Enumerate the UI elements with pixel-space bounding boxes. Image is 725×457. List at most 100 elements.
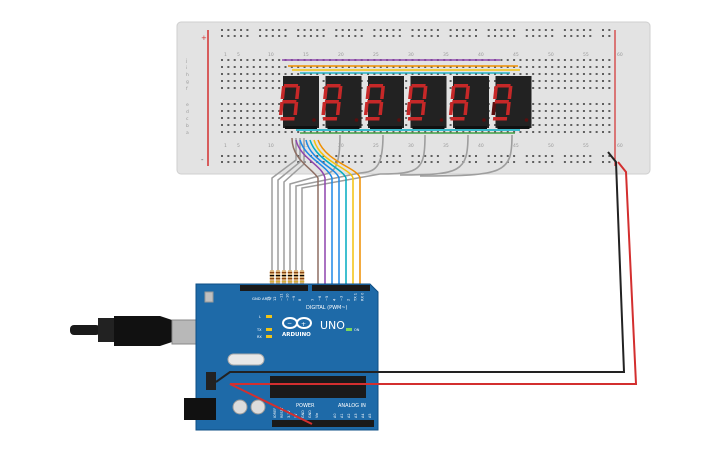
breadboard-hole[interactable] <box>259 87 262 89</box>
breadboard-hole[interactable] <box>576 73 579 75</box>
wire-blue[interactable] <box>305 139 340 285</box>
breadboard-hole[interactable] <box>348 35 350 37</box>
breadboard-hole[interactable] <box>227 117 230 119</box>
breadboard-hole[interactable] <box>379 73 382 75</box>
seven-segment-display[interactable] <box>491 76 532 129</box>
wire-gray[interactable] <box>301 173 381 270</box>
breadboard-hole[interactable] <box>576 110 579 112</box>
breadboard-hole[interactable] <box>252 87 255 89</box>
breadboard-hole[interactable] <box>398 161 401 163</box>
breadboard-hole[interactable] <box>271 73 274 75</box>
breadboard-hole[interactable] <box>449 124 452 126</box>
seven-segment-display[interactable] <box>448 76 489 129</box>
breadboard-hole[interactable] <box>233 73 236 75</box>
resistor[interactable] <box>281 268 287 290</box>
breadboard-hole[interactable] <box>551 73 554 75</box>
breadboard-hole[interactable] <box>589 117 592 119</box>
wire-gray[interactable] <box>271 138 297 270</box>
breadboard-hole[interactable] <box>227 110 230 112</box>
breadboard-hole[interactable] <box>290 131 293 133</box>
breadboard-hole[interactable] <box>557 87 560 89</box>
breadboard-hole[interactable] <box>360 103 363 105</box>
breadboard-hole[interactable] <box>316 66 319 68</box>
breadboard-hole[interactable] <box>240 117 243 119</box>
breadboard-hole[interactable] <box>354 131 357 133</box>
breadboard-hole[interactable] <box>227 66 230 68</box>
breadboard-hole[interactable] <box>259 161 262 163</box>
breadboard-hole[interactable] <box>309 161 312 163</box>
breadboard-hole[interactable] <box>284 155 287 157</box>
usb-cable[interactable] <box>70 316 203 346</box>
breadboard-hole[interactable] <box>252 80 255 82</box>
breadboard-hole[interactable] <box>265 59 268 61</box>
breadboard-hole[interactable] <box>551 59 554 61</box>
breadboard-hole[interactable] <box>582 29 585 31</box>
breadboard-hole[interactable] <box>538 29 541 31</box>
breadboard-hole[interactable] <box>309 66 312 68</box>
breadboard-hole[interactable] <box>557 80 560 82</box>
breadboard-hole[interactable] <box>538 117 541 119</box>
breadboard-hole[interactable] <box>341 66 344 68</box>
breadboard-hole[interactable] <box>436 29 439 31</box>
breadboard-hole[interactable] <box>462 35 465 37</box>
breadboard-hole[interactable] <box>506 66 509 68</box>
breadboard-hole[interactable] <box>563 103 566 105</box>
breadboard-hole[interactable] <box>367 66 370 68</box>
breadboard-hole[interactable] <box>525 131 528 133</box>
breadboard-hole[interactable] <box>551 66 554 68</box>
breadboard-hole[interactable] <box>582 110 585 112</box>
usb-cable-end[interactable] <box>70 325 100 335</box>
breadboard-hole[interactable] <box>392 161 395 163</box>
breadboard-hole[interactable] <box>303 131 306 133</box>
breadboard-hole[interactable] <box>233 66 236 68</box>
breadboard-hole[interactable] <box>278 131 281 133</box>
breadboard-hole[interactable] <box>576 124 579 126</box>
breadboard-hole[interactable] <box>259 131 262 133</box>
breadboard-hole[interactable] <box>608 59 611 61</box>
breadboard-hole[interactable] <box>411 131 414 133</box>
breadboard-hole[interactable] <box>240 110 243 112</box>
breadboard-hole[interactable] <box>221 131 223 133</box>
breadboard-hole[interactable] <box>322 161 325 163</box>
breadboard-hole[interactable] <box>271 117 274 119</box>
breadboard-hole[interactable] <box>595 124 598 126</box>
breadboard-hole[interactable] <box>602 161 604 163</box>
breadboard-hole[interactable] <box>424 131 427 133</box>
breadboard-hole[interactable] <box>436 131 439 133</box>
wire-gray[interactable] <box>359 134 384 174</box>
breadboard-hole[interactable] <box>265 73 268 75</box>
breadboard-hole[interactable] <box>525 66 528 68</box>
breadboard-hole[interactable] <box>494 155 497 157</box>
breadboard-hole[interactable] <box>481 131 484 133</box>
signal-wire-bundle[interactable] <box>271 137 381 285</box>
breadboard-hole[interactable] <box>373 155 376 157</box>
breadboard-hole[interactable] <box>386 29 389 31</box>
breadboard-hole[interactable] <box>227 35 230 37</box>
breadboard-hole[interactable] <box>348 66 350 68</box>
breadboard-hole[interactable] <box>557 110 560 112</box>
breadboard-hole[interactable] <box>494 66 497 68</box>
breadboard-hole[interactable] <box>265 124 268 126</box>
breadboard-hole[interactable] <box>513 131 516 133</box>
breadboard-hole[interactable] <box>392 66 395 68</box>
breadboard-hole[interactable] <box>265 131 268 133</box>
breadboard-hole[interactable] <box>506 35 509 37</box>
breadboard-hole[interactable] <box>335 29 338 31</box>
breadboard-hole[interactable] <box>582 161 585 163</box>
breadboard-hole[interactable] <box>532 117 535 119</box>
breadboard-hole[interactable] <box>500 155 503 157</box>
breadboard-hole[interactable] <box>335 66 338 68</box>
breadboard-hole[interactable] <box>494 80 497 82</box>
breadboard-hole[interactable] <box>557 59 560 61</box>
breadboard-hole[interactable] <box>595 87 598 89</box>
breadboard-hole[interactable] <box>424 66 427 68</box>
breadboard-hole[interactable] <box>278 155 281 157</box>
breadboard-hole[interactable] <box>392 131 395 133</box>
breadboard-hole[interactable] <box>557 66 560 68</box>
breadboard-hole[interactable] <box>449 80 452 82</box>
breadboard-hole[interactable] <box>576 80 579 82</box>
breadboard-hole[interactable] <box>532 59 535 61</box>
breadboard-hole[interactable] <box>227 80 230 82</box>
breadboard-hole[interactable] <box>233 80 236 82</box>
breadboard-hole[interactable] <box>455 66 458 68</box>
